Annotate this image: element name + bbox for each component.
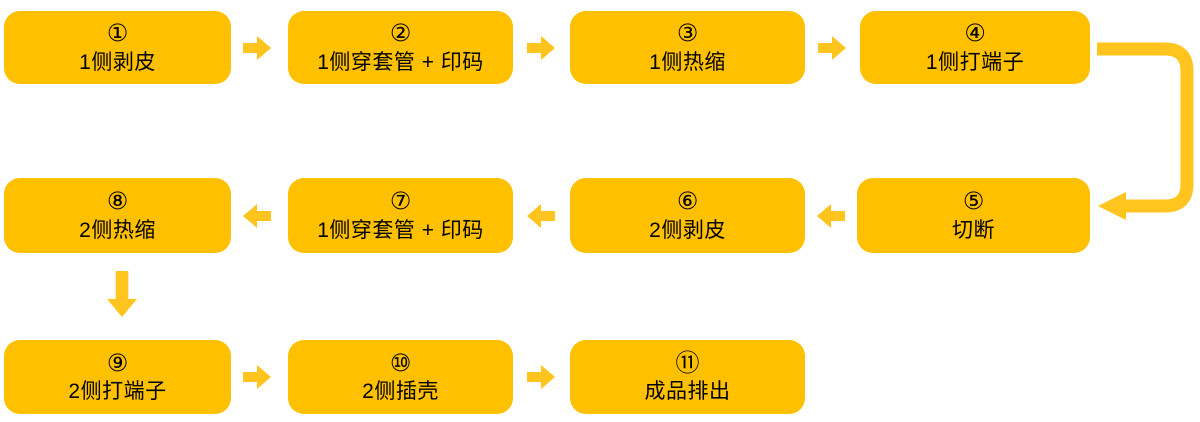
arrow-right-icon xyxy=(527,36,555,60)
step-box-7: ⑦ 1侧穿套管 + 印码 xyxy=(288,178,513,253)
step-label: 1侧热缩 xyxy=(649,50,726,74)
elbow-connector-line xyxy=(1097,42,1194,213)
step-box-3: ③ 1侧热缩 xyxy=(570,11,805,84)
step-label: 2侧热缩 xyxy=(79,218,156,242)
step-box-10: ⑩ 2侧插壳 xyxy=(288,340,513,414)
step-number: ④ xyxy=(964,20,986,48)
step-number: ⑩ xyxy=(389,349,412,377)
step-number: ② xyxy=(389,20,412,48)
arrow-right-icon xyxy=(243,36,271,60)
step-label: 2侧插壳 xyxy=(362,380,439,404)
step-box-11: ⑪ 成品排出 xyxy=(570,340,805,414)
step-label: 1侧穿套管 + 印码 xyxy=(317,50,484,74)
step-box-2: ② 1侧穿套管 + 印码 xyxy=(288,11,513,84)
step-number: ⑧ xyxy=(106,188,129,216)
arrow-left-icon xyxy=(243,204,271,228)
elbow-connector-arrowhead xyxy=(1098,192,1126,220)
step-label: 成品排出 xyxy=(644,380,731,404)
step-label: 1侧穿套管 + 印码 xyxy=(317,218,484,242)
step-label: 2侧打端子 xyxy=(68,380,167,404)
arrow-left-icon xyxy=(527,204,555,228)
step-number: ⑨ xyxy=(106,349,129,377)
step-number: ⑥ xyxy=(676,188,699,216)
step-number: ⑦ xyxy=(389,188,412,216)
step-box-9: ⑨ 2侧打端子 xyxy=(4,340,231,414)
step-box-4: ④ 1侧打端子 xyxy=(860,11,1090,84)
arrow-right-icon xyxy=(243,365,271,389)
arrow-left-icon xyxy=(817,204,845,228)
step-number: ⑪ xyxy=(675,349,700,377)
step-label: 切断 xyxy=(952,218,995,242)
step-label: 2侧剥皮 xyxy=(649,218,726,242)
step-box-8: ⑧ 2侧热缩 xyxy=(4,178,231,253)
step-number: ③ xyxy=(676,20,699,48)
step-number: ① xyxy=(106,20,129,48)
arrow-down-icon xyxy=(107,271,137,317)
arrow-right-icon xyxy=(527,365,555,389)
arrow-right-icon xyxy=(818,36,846,60)
step-number: ⑤ xyxy=(962,188,985,216)
step-label: 1侧剥皮 xyxy=(79,50,156,74)
step-box-6: ⑥ 2侧剥皮 xyxy=(570,178,805,253)
step-box-1: ① 1侧剥皮 xyxy=(4,11,231,84)
step-box-5: ⑤ 切断 xyxy=(857,178,1090,253)
step-label: 1侧打端子 xyxy=(925,50,1025,74)
